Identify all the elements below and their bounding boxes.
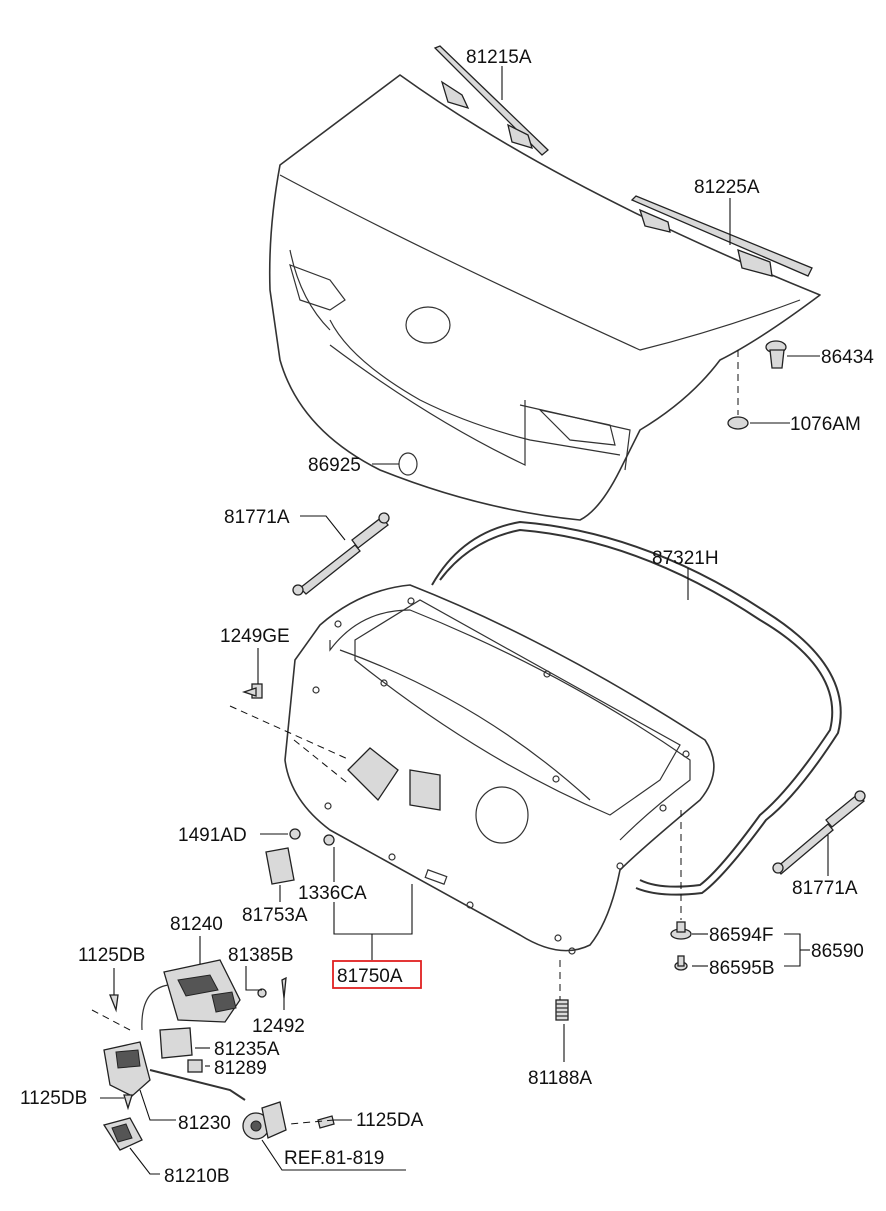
bolt-1249GE [241,683,263,699]
clip-86434 [765,340,787,369]
gas-strut-left [292,512,390,596]
label-86594F[interactable]: 86594F [709,925,773,946]
label-1336CA[interactable]: 1336CA [298,883,367,904]
label-86595B[interactable]: 86595B [709,958,775,979]
label-81771A-right[interactable]: 81771A [792,878,858,899]
label-81210B[interactable]: 81210B [164,1166,230,1187]
label-81240[interactable]: 81240 [170,914,223,935]
bolt-1125DB-bottom [123,1094,133,1111]
trunk-trim-81750A [284,584,715,955]
spring-81188A [555,999,569,1021]
highlight-box-81750A [332,960,422,989]
nut-1336CA [323,834,335,846]
label-86434[interactable]: 86434 [821,347,874,368]
label-1491AD[interactable]: 1491AD [178,825,247,846]
weatherstrip-87321H [431,520,842,896]
label-12492[interactable]: 12492 [252,1016,305,1037]
leader-lines [100,66,829,1175]
part-labels: 81215A 81225A 86434 1076AM 86925 81771A … [20,47,874,1187]
label-87321H[interactable]: 87321H [652,548,719,569]
label-81385B[interactable]: 81385B [228,945,294,966]
screw-1125DA [317,1115,335,1129]
nut-1491AD [289,828,301,840]
label-81753A[interactable]: 81753A [242,905,308,926]
label-81225A[interactable]: 81225A [694,177,760,198]
label-86590[interactable]: 86590 [811,941,864,962]
bolt-1125DB-top [109,994,119,1013]
bumper-86595B [674,955,688,971]
label-1125DB-top[interactable]: 1125DB [78,945,145,966]
label-81289[interactable]: 81289 [214,1058,267,1079]
bumper-1076AM [727,416,749,430]
label-81235A[interactable]: 81235A [214,1039,280,1060]
actuator-81240 [141,959,241,1031]
weatherstrip-81215A [433,45,549,156]
pad-81289 [187,1059,203,1073]
label-1249GE[interactable]: 1249GE [220,626,290,647]
bumper-86594F [670,921,692,940]
screw-12492 [281,976,287,999]
bracket-81235A [159,1027,193,1059]
dashed-lines [91,350,739,1125]
label-81750A[interactable]: 81750A [337,966,403,987]
label-81771A-left[interactable]: 81771A [224,507,290,528]
weatherstrip-81225A [630,195,813,277]
label-81188A[interactable]: 81188A [528,1068,592,1089]
label-1125DB-bottom[interactable]: 1125DB [20,1088,87,1109]
label-ref[interactable]: REF.81-819 [284,1148,384,1169]
clip-81385B [257,988,267,998]
gas-strut-right [772,790,866,875]
rod-81289 [149,1069,246,1101]
label-81230[interactable]: 81230 [178,1113,231,1134]
striker-81210B [102,1117,143,1151]
lock-cylinder-ref [242,1101,287,1140]
label-1125DA[interactable]: 1125DA [356,1110,424,1131]
label-1076AM[interactable]: 1076AM [790,414,861,435]
latch-81230 [103,1041,151,1097]
label-81215A[interactable]: 81215A [466,47,532,68]
label-86925[interactable]: 86925 [308,455,361,476]
trunk-lid-panel [268,74,821,521]
cover-81753A [265,847,295,885]
